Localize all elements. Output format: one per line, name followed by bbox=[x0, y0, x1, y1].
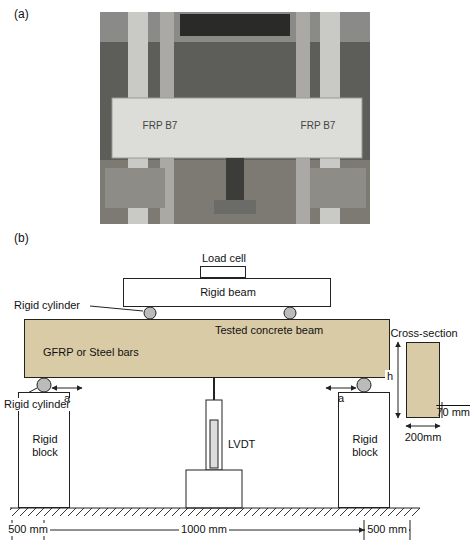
cross-section: Cross-section bbox=[406, 342, 440, 418]
node-text: Tested concrete beam bbox=[215, 324, 323, 337]
panel-label: (a) bbox=[14, 8, 29, 22]
node-text: GFRP or Steel bars bbox=[43, 346, 139, 359]
dimension-label: 200mm bbox=[405, 431, 442, 444]
dimension-label: 70 mm bbox=[436, 406, 470, 419]
node-text: Load cell bbox=[202, 252, 246, 265]
part-label: Rigid cylinder bbox=[14, 299, 80, 312]
width-dimension bbox=[406, 426, 440, 427]
load-cell: Load cell bbox=[200, 266, 246, 278]
panel-label: (b) bbox=[14, 232, 29, 246]
node-text: Cross-section bbox=[390, 327, 457, 340]
tested-concrete-beam: Tested concrete beamGFRP or Steel bars bbox=[24, 319, 390, 378]
rigid-cylinder bbox=[144, 307, 156, 319]
rigid-block: Rigid block bbox=[338, 392, 390, 508]
height-dimension bbox=[398, 342, 399, 418]
dimension-label: 1000 mm bbox=[179, 523, 229, 536]
node-text: Rigid beam bbox=[200, 286, 256, 299]
part-label: Rigid cylinder bbox=[2, 398, 72, 411]
ground-hatch bbox=[10, 508, 420, 516]
rigid-cylinder bbox=[357, 378, 371, 392]
dimension-label: 500 mm bbox=[6, 523, 50, 536]
rigid-cylinder bbox=[37, 378, 51, 392]
test-photo bbox=[100, 12, 370, 224]
part-label: a bbox=[64, 392, 70, 405]
dimension-label: h bbox=[385, 370, 395, 383]
dimension-label: 500 mm bbox=[365, 523, 409, 536]
rigid-beam: Rigid beam bbox=[123, 278, 331, 307]
dimension-a bbox=[52, 388, 82, 389]
dimension-a bbox=[326, 388, 356, 389]
part-label: LVDT bbox=[228, 438, 255, 451]
node-text: Rigid block bbox=[22, 433, 68, 458]
part-label: FRP B7 bbox=[143, 120, 178, 132]
part-label: FRP B7 bbox=[301, 120, 336, 132]
node-text: Rigid block bbox=[342, 433, 388, 458]
overall-dimension bbox=[12, 520, 410, 540]
rigid-cylinder bbox=[284, 307, 296, 319]
part-label: a bbox=[338, 392, 344, 405]
